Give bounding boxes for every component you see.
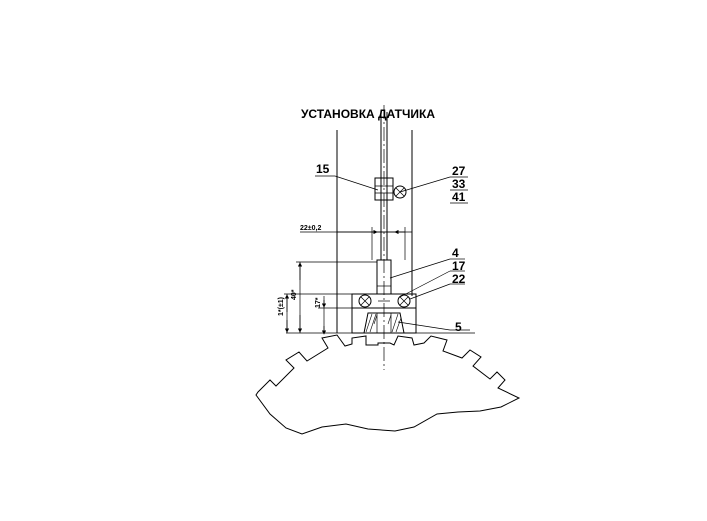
drawing-title: УСТАНОВКА ДАТЧИКА xyxy=(301,107,435,121)
label-17: 17 xyxy=(452,259,466,273)
leader-27-33-41 xyxy=(399,176,468,204)
label-22: 22 xyxy=(452,272,466,286)
housing-outline xyxy=(336,130,413,333)
dimension-height-small-label: 17* xyxy=(315,297,322,308)
label-4: 4 xyxy=(452,246,459,260)
label-5: 5 xyxy=(455,320,462,334)
dimension-height-main xyxy=(296,261,377,333)
leader-4 xyxy=(389,258,465,279)
leader-17 xyxy=(399,270,465,298)
leader-5 xyxy=(397,321,470,331)
dimension-height-main-label: 40* xyxy=(291,289,298,300)
label-33: 33 xyxy=(452,177,466,191)
dimension-height-left xyxy=(284,293,352,333)
label-15: 15 xyxy=(316,162,330,176)
leader-15 xyxy=(315,175,379,191)
label-27: 27 xyxy=(452,164,466,178)
dimension-height-small xyxy=(318,296,352,335)
gear-wheel-profile xyxy=(255,334,521,435)
leader-22 xyxy=(409,283,465,300)
clamp-block xyxy=(374,177,407,201)
sensor-rod xyxy=(380,105,388,370)
dimension-width xyxy=(300,227,406,260)
label-41: 41 xyxy=(452,190,466,204)
dimension-width-label: 22±0,2 xyxy=(300,225,321,232)
dimension-height-left-label: 1*(±1) xyxy=(278,297,285,316)
